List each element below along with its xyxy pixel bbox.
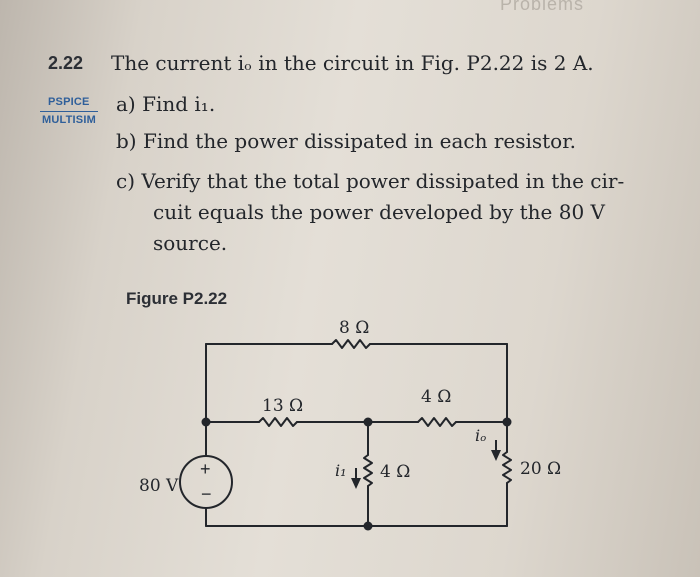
label-r-13: 13 Ω (262, 396, 303, 416)
pspice-tag: PSPICE (48, 96, 90, 108)
part-b: b) Find the power dissipated in each res… (116, 129, 576, 153)
tag-divider (40, 111, 98, 112)
resistor-20-ohm-symbol (502, 451, 512, 484)
label-r-4-right: 4 Ω (421, 387, 451, 407)
node-dot (502, 417, 512, 427)
figure-label: Figure P2.22 (126, 289, 228, 308)
part-c-line2: cuit equals the power developed by the 8… (153, 200, 605, 224)
part-c-line3: source. (153, 231, 228, 255)
label-io: iₒ (475, 426, 486, 445)
source-plus-sign: + (200, 459, 211, 479)
arrowhead-io-icon (491, 450, 501, 461)
label-r-8: 8 Ω (339, 318, 369, 338)
label-r-20: 20 Ω (520, 459, 561, 479)
node-dot (363, 521, 373, 531)
resistor-8-ohm-symbol (331, 339, 371, 349)
part-a: a) Find i₁. (116, 92, 216, 116)
part-c: c) Verify that the total power dissipate… (116, 166, 624, 259)
source-minus-sign: − (201, 484, 212, 504)
part-c-line1: c) Verify that the total power dissipate… (116, 169, 625, 193)
running-header: Problems (500, 0, 585, 14)
node-dot (363, 417, 373, 427)
resistor-13-ohm-symbol (258, 417, 298, 427)
label-i1: i₁ (335, 461, 347, 480)
node-dot (201, 417, 211, 427)
label-r-4-mid: 4 Ω (380, 462, 410, 482)
label-source: 80 V (139, 476, 179, 496)
voltage-source-symbol (179, 455, 233, 509)
problem-number: 2.22 (48, 53, 84, 73)
problem-statement: The current iₒ in the circuit in Fig. P2… (111, 51, 594, 75)
resistor-4-ohm-right-symbol (417, 417, 457, 427)
multisim-tag: MULTISIM (42, 114, 96, 126)
arrowhead-i1-icon (351, 478, 361, 489)
resistor-4-ohm-vertical-symbol (363, 454, 373, 487)
